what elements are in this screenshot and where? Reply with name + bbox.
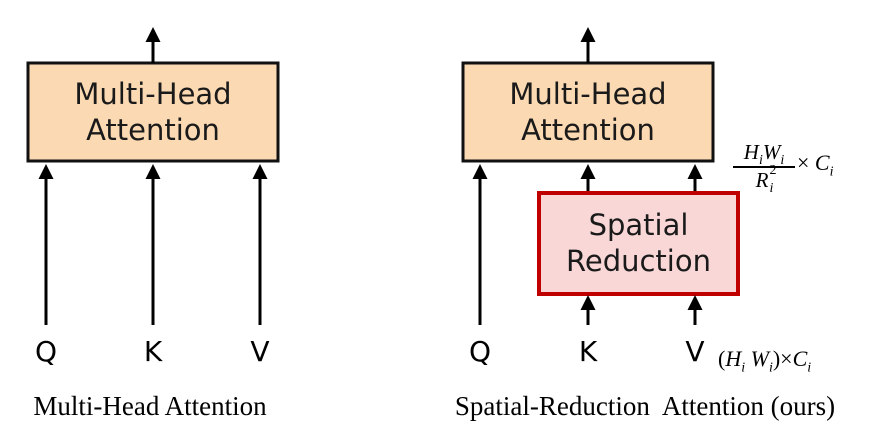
spatial-reduction-label-line2: Reduction (566, 244, 711, 278)
left-caption: Multi-Head Attention (33, 391, 267, 421)
right-mha-label: Multi-Head Attention (463, 76, 713, 148)
left-mha-label: Multi-Head Attention (28, 76, 278, 148)
right-input-k: K (578, 335, 598, 368)
right-mha-label-line1: Multi-Head (509, 77, 667, 111)
spatial-reduction-label-line1: Spatial (588, 208, 689, 242)
left-mha-label-line1: Multi-Head (74, 77, 232, 111)
right-mha-block (461, 61, 715, 163)
right-input-v: V (685, 335, 705, 368)
left-input-v: V (250, 335, 270, 368)
right-caption: Spatial-Reduction Attention (ours) (454, 391, 836, 421)
right-mha-label-line2: Attention (521, 113, 655, 147)
reduced-shape-numerator: HiWi (743, 140, 785, 169)
spatial-reduction-block (537, 191, 740, 296)
left-mha-block (26, 61, 280, 163)
spatial-reduction-label: Spatial Reduction (539, 207, 738, 279)
left-input-q: Q (34, 335, 58, 368)
left-input-k: K (143, 335, 163, 368)
right-input-q: Q (468, 335, 492, 368)
left-mha-label-line2: Attention (86, 113, 220, 147)
fraction-bar (733, 166, 795, 168)
input-shape-annotation: (Hi Wi)×Ci (718, 346, 812, 376)
reduced-shape-times-channels: × Ci (797, 150, 834, 180)
